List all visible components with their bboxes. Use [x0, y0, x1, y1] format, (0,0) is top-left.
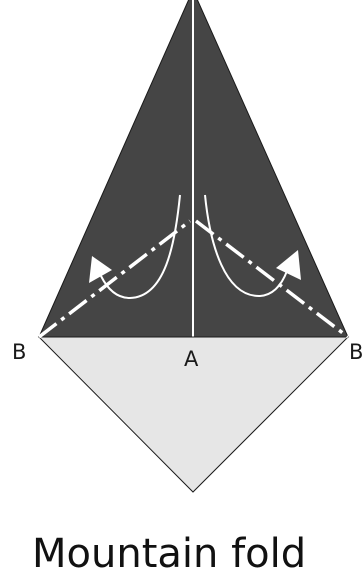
point-label-left-b: B — [12, 340, 26, 364]
right-mountain-fold-line — [194, 219, 350, 339]
left-mountain-fold-line — [37, 219, 192, 339]
right-fold-arrow-curve — [204, 194, 288, 298]
right-fold-arrow-head-icon — [276, 250, 301, 280]
point-label-right-b: B — [349, 340, 363, 364]
left-fold-arrow-curve — [100, 194, 181, 300]
point-label-center-a: A — [184, 347, 199, 371]
left-fold-arrow-head-icon — [89, 256, 112, 283]
diagram-caption: Mountain fold — [32, 531, 306, 577]
